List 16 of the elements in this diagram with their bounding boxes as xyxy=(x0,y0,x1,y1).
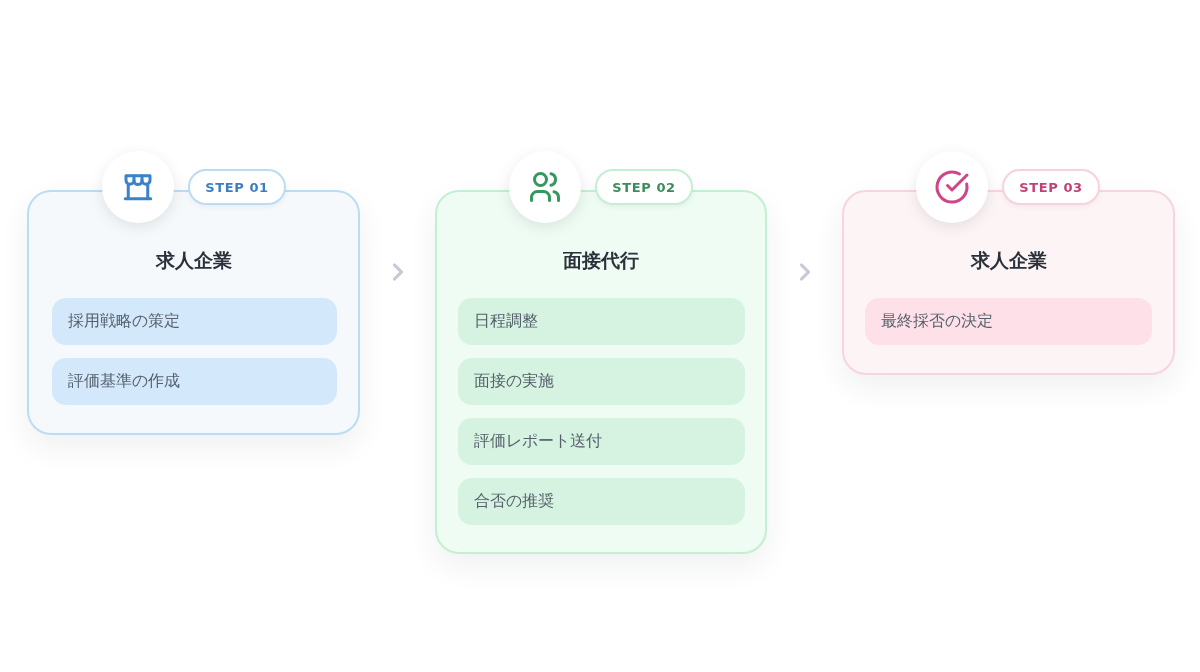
task-item: 最終採否の決定 xyxy=(865,298,1152,345)
card-heading: 求人企業 xyxy=(155,248,232,272)
step-card xyxy=(435,190,767,554)
task-item: 採用戦略の策定 xyxy=(52,298,337,345)
task-item: 日程調整 xyxy=(458,298,745,345)
task-item: 評価レポート送付 xyxy=(458,418,745,465)
card-heading: 求人企業 xyxy=(970,248,1047,272)
task-item: 合否の推奨 xyxy=(458,478,745,525)
card-heading: 面接代行 xyxy=(563,248,639,272)
task-item: 評価基準の作成 xyxy=(52,358,337,405)
step-badge: STEP 01 xyxy=(188,169,286,205)
step-badge: STEP 02 xyxy=(595,169,693,205)
step-card xyxy=(842,190,1175,375)
step-card xyxy=(27,190,360,435)
task-item: 面接の実施 xyxy=(458,358,745,405)
step-badge: STEP 03 xyxy=(1002,169,1100,205)
